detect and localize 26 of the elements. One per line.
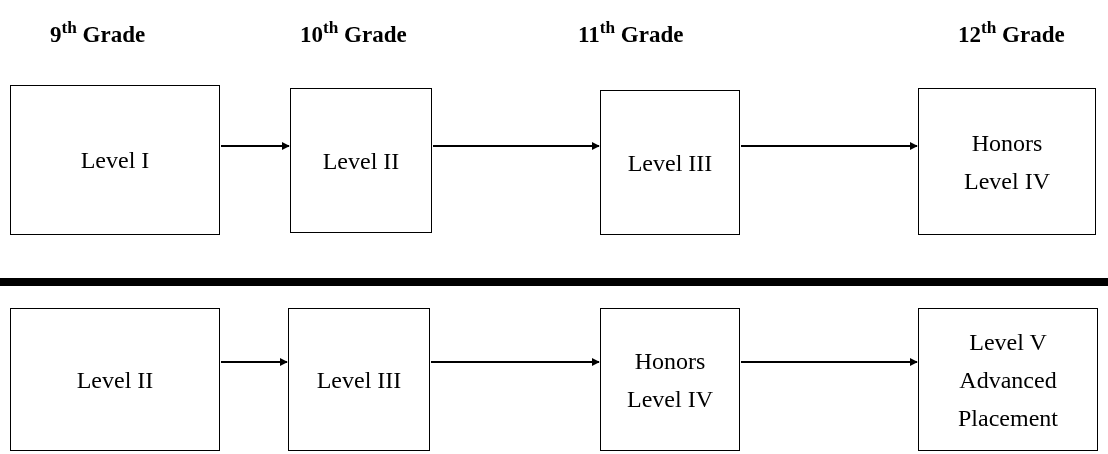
arrow: [220, 142, 290, 150]
level-label: Level III: [627, 148, 713, 178]
level-box: [918, 308, 1098, 451]
arrow: [740, 358, 918, 366]
level-box: [10, 308, 220, 451]
level-label: Level V Advanced Placement: [957, 327, 1059, 433]
arrow: [430, 358, 600, 366]
grade-heading: 11$^{th}$ Grade: [578, 18, 684, 49]
grade-heading: 12$^{th}$ Grade: [958, 18, 1065, 49]
level-box: [918, 88, 1096, 235]
grade-heading: 10$^{th}$ Grade: [300, 18, 407, 49]
arrow: [432, 142, 600, 150]
level-label: Level III: [316, 365, 402, 395]
level-label: Honors Level IV: [963, 128, 1051, 196]
arrow: [220, 358, 288, 366]
grade-heading: 9$^{th}$ Grade: [50, 18, 146, 49]
level-label: Level I: [80, 146, 150, 175]
level-label: Level II: [76, 365, 154, 395]
arrow: [740, 142, 918, 150]
level-box: [600, 90, 740, 235]
level-box: [290, 88, 432, 233]
level-label: Level II: [322, 146, 400, 176]
level-box: [10, 85, 220, 235]
level-box: [288, 308, 430, 451]
level-label: Honors Level IV: [626, 346, 714, 414]
level-box: [600, 308, 740, 451]
